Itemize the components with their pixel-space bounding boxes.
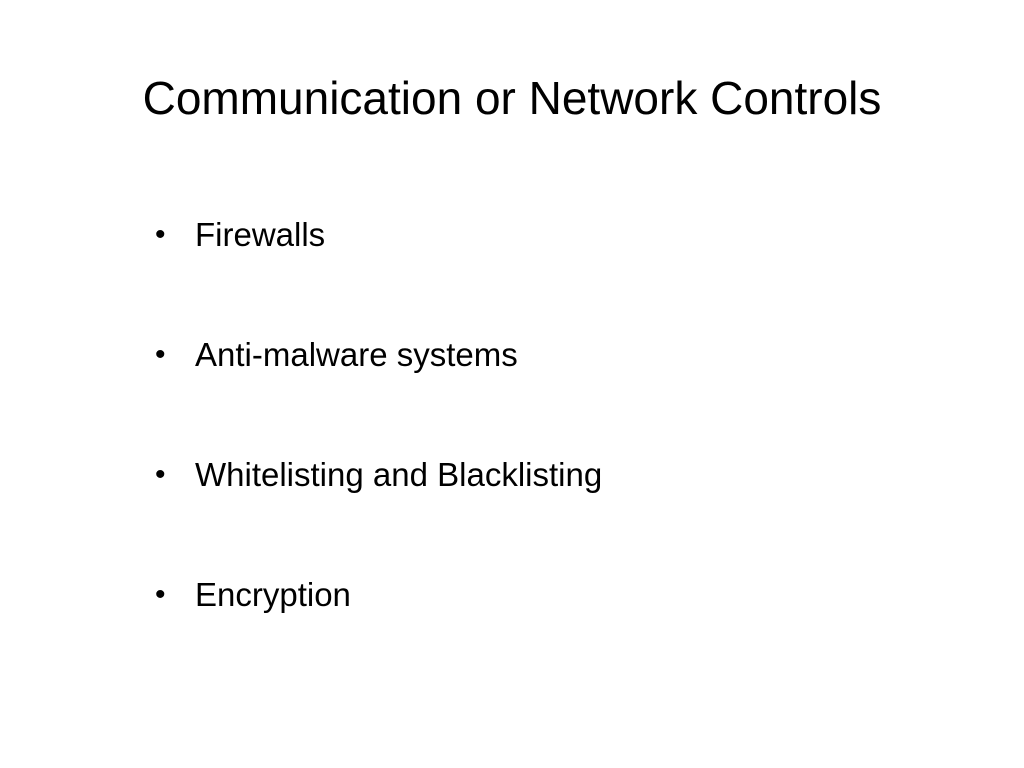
bullet-icon: • (155, 578, 166, 611)
bullet-text: Anti-malware systems (195, 336, 518, 373)
slide-title: Communication or Network Controls (142, 72, 882, 124)
bullet-list: • Firewalls • Anti-malware systems • Whi… (155, 205, 915, 685)
bullet-item-firewalls: • Firewalls (155, 205, 915, 265)
bullet-item-encryption: • Encryption (155, 565, 915, 625)
bullet-item-whitelisting: • Whitelisting and Blacklisting (155, 445, 915, 505)
bullet-item-anti-malware: • Anti-malware systems (155, 325, 915, 385)
bullet-icon: • (155, 338, 166, 371)
bullet-text: Whitelisting and Blacklisting (195, 456, 603, 493)
bullet-icon: • (155, 458, 166, 491)
bullet-text: Firewalls (195, 216, 326, 253)
bullet-icon: • (155, 218, 166, 251)
bullet-text: Encryption (195, 576, 351, 613)
